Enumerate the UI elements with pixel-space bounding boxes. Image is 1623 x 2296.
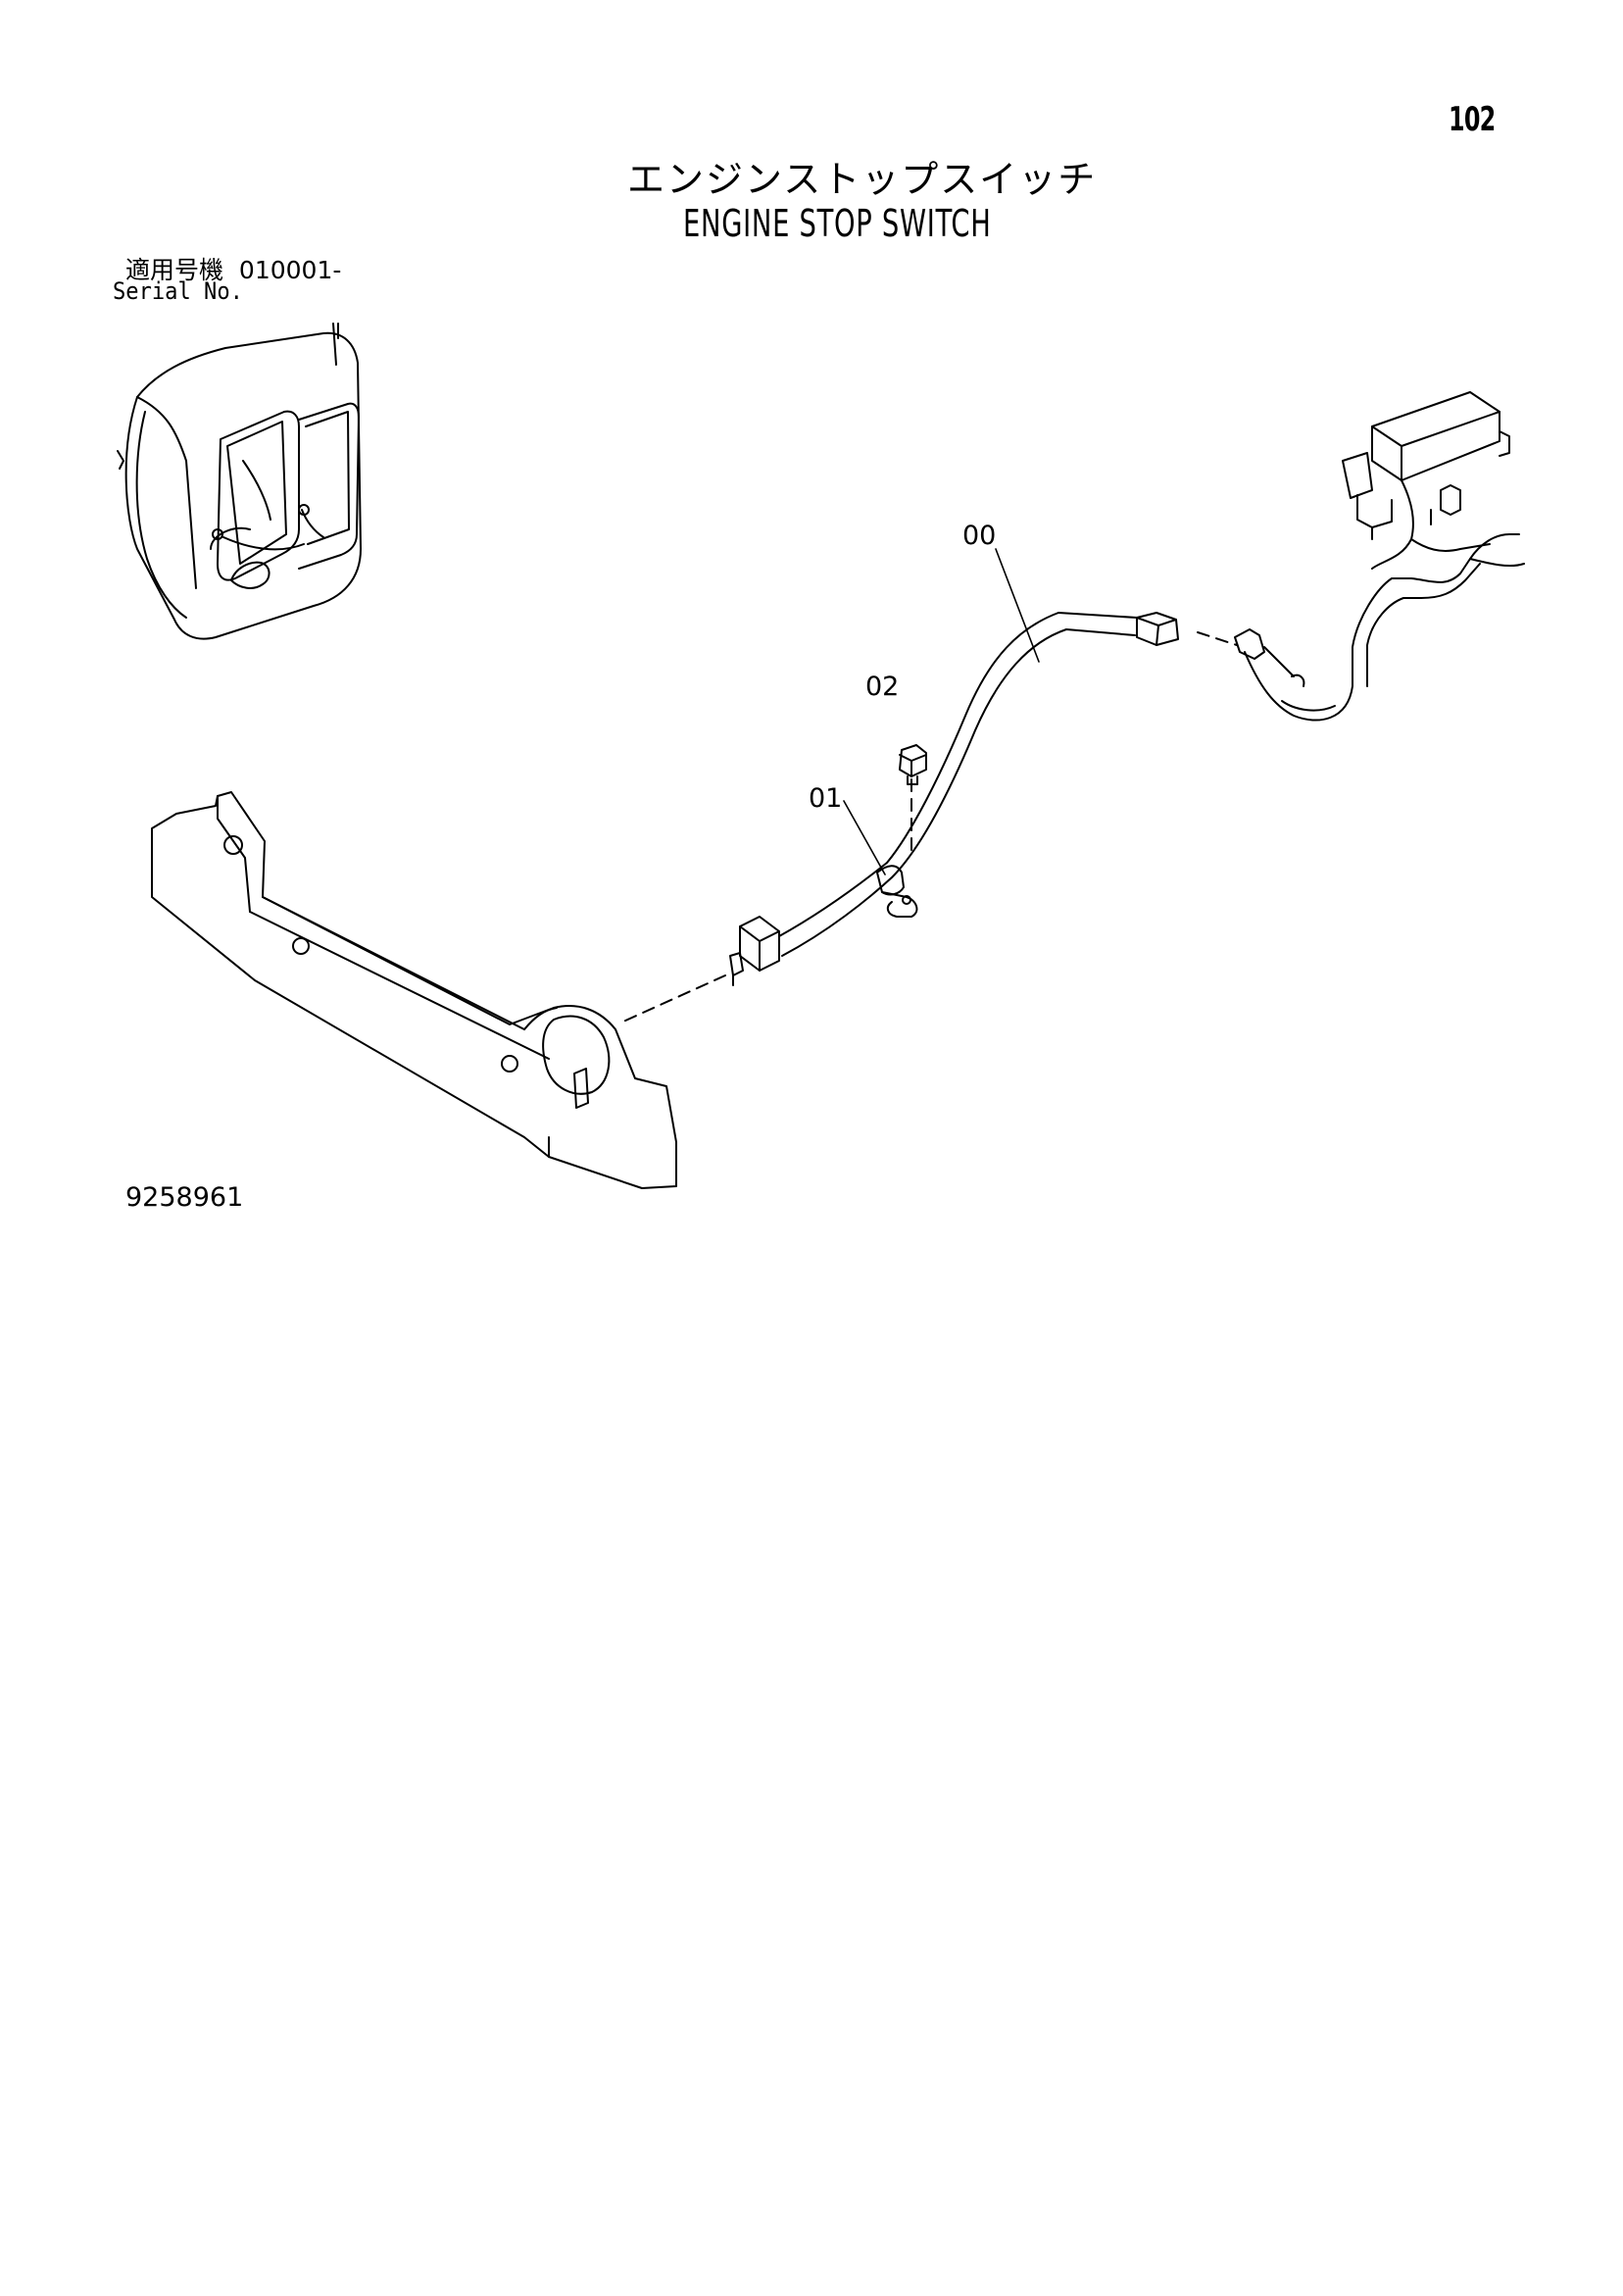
engine-stop-switch [729, 916, 780, 986]
serial-label-jp: 適用号機 [125, 256, 224, 284]
harness-cable [778, 533, 1520, 957]
serial-label-en: Serial No. [113, 277, 243, 305]
alignment-lines [622, 631, 1238, 1023]
callout-02: 02 [865, 672, 899, 702]
bolt [899, 744, 927, 785]
relay-assembly [1342, 391, 1525, 570]
callout-labels: 00 02 01 [809, 521, 996, 814]
title-english: ENGINE STOP SWITCH [683, 202, 992, 245]
serial-range: 010001- [238, 256, 342, 284]
console-panel [151, 791, 677, 1189]
callout-01: 01 [809, 783, 842, 814]
serial-range-row: 適用号機 010001- [125, 251, 341, 286]
figure-code: 9258961 [125, 1182, 244, 1213]
page-number: 102 [1449, 100, 1496, 139]
cab-location-thumbnail [117, 323, 362, 640]
clamp [876, 865, 918, 918]
callout-00: 00 [962, 521, 996, 551]
title-japanese: エンジンストップスイッチ [627, 158, 1098, 201]
callout-leaders [843, 548, 1040, 875]
